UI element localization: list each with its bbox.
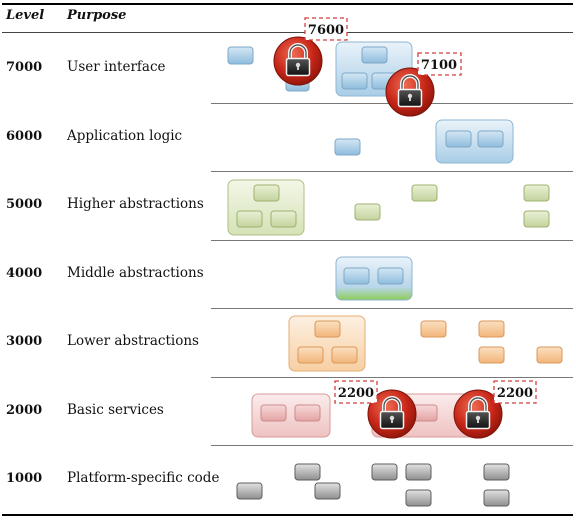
component-box	[297, 346, 324, 364]
component-box	[411, 184, 438, 202]
component-box	[314, 320, 341, 338]
row-6000-components	[334, 119, 514, 164]
component-box	[334, 138, 361, 156]
component-box	[236, 482, 263, 500]
component-box	[354, 203, 381, 221]
component-box	[294, 463, 321, 481]
level-label: 6000	[6, 129, 43, 144]
level-label: 2000	[6, 403, 43, 418]
header-rule	[2, 32, 573, 33]
component-box	[253, 184, 280, 202]
purpose-column-header: Purpose	[67, 8, 127, 23]
component-box	[483, 489, 510, 507]
bottom-rule	[2, 514, 573, 516]
component-box	[478, 346, 505, 364]
level-tag-2200-right: 2200	[493, 380, 537, 404]
lock-badge-7600	[273, 36, 323, 86]
level-tag-text: 2200	[338, 386, 374, 401]
row-5000-components	[227, 179, 550, 236]
component-box	[405, 489, 432, 507]
level-tag-7100: 7100	[417, 52, 462, 76]
component-box	[377, 267, 404, 285]
row-divider	[211, 240, 573, 241]
purpose-label: Higher abstractions	[67, 196, 204, 212]
level-column-header: Level	[6, 8, 45, 23]
component-box	[331, 346, 358, 364]
component-box	[477, 130, 504, 148]
lock-badge-2200-left	[367, 389, 417, 439]
row-divider	[211, 377, 573, 378]
component-box	[341, 72, 368, 90]
purpose-label: Lower abstractions	[67, 333, 199, 349]
purpose-label: Application logic	[67, 128, 183, 144]
row-divider	[211, 171, 573, 172]
row-1000-components	[236, 463, 510, 507]
level-tag-text: 7600	[308, 23, 344, 38]
component-box	[371, 463, 398, 481]
row-4000-components	[335, 256, 413, 301]
component-box	[483, 463, 510, 481]
component-box	[420, 320, 447, 338]
purpose-label: Platform-specific code	[67, 470, 220, 486]
component-box	[294, 404, 321, 422]
level-label: 4000	[6, 266, 43, 281]
level-label: 3000	[6, 334, 43, 349]
purpose-label: Middle abstractions	[67, 265, 204, 281]
level-tag-text: 7100	[421, 58, 457, 73]
component-box	[270, 210, 297, 228]
level-tag-text: 2200	[497, 386, 533, 401]
level-label: 1000	[6, 471, 43, 486]
component-box	[523, 210, 550, 228]
level-tag-2200-left: 2200	[334, 380, 378, 404]
row-divider	[211, 445, 573, 446]
level-label: 5000	[6, 197, 43, 212]
component-box	[523, 184, 550, 202]
purpose-label: User interface	[67, 59, 166, 75]
level-tag-7600: 7600	[304, 17, 348, 41]
row-3000-components	[288, 315, 563, 372]
component-box	[361, 46, 388, 64]
top-rule	[2, 3, 573, 5]
row-divider	[211, 308, 573, 309]
component-box	[405, 463, 432, 481]
lock-badge-2200-right	[453, 389, 503, 439]
component-box	[260, 404, 287, 422]
component-box	[236, 210, 263, 228]
lock-badge-7100	[385, 67, 435, 117]
level-label: 7000	[6, 60, 43, 75]
component-box	[314, 482, 341, 500]
component-box	[478, 320, 505, 338]
component-box	[227, 46, 254, 65]
component-box	[445, 130, 472, 148]
component-box	[536, 346, 563, 364]
purpose-label: Basic services	[67, 402, 164, 418]
component-box	[343, 267, 370, 285]
